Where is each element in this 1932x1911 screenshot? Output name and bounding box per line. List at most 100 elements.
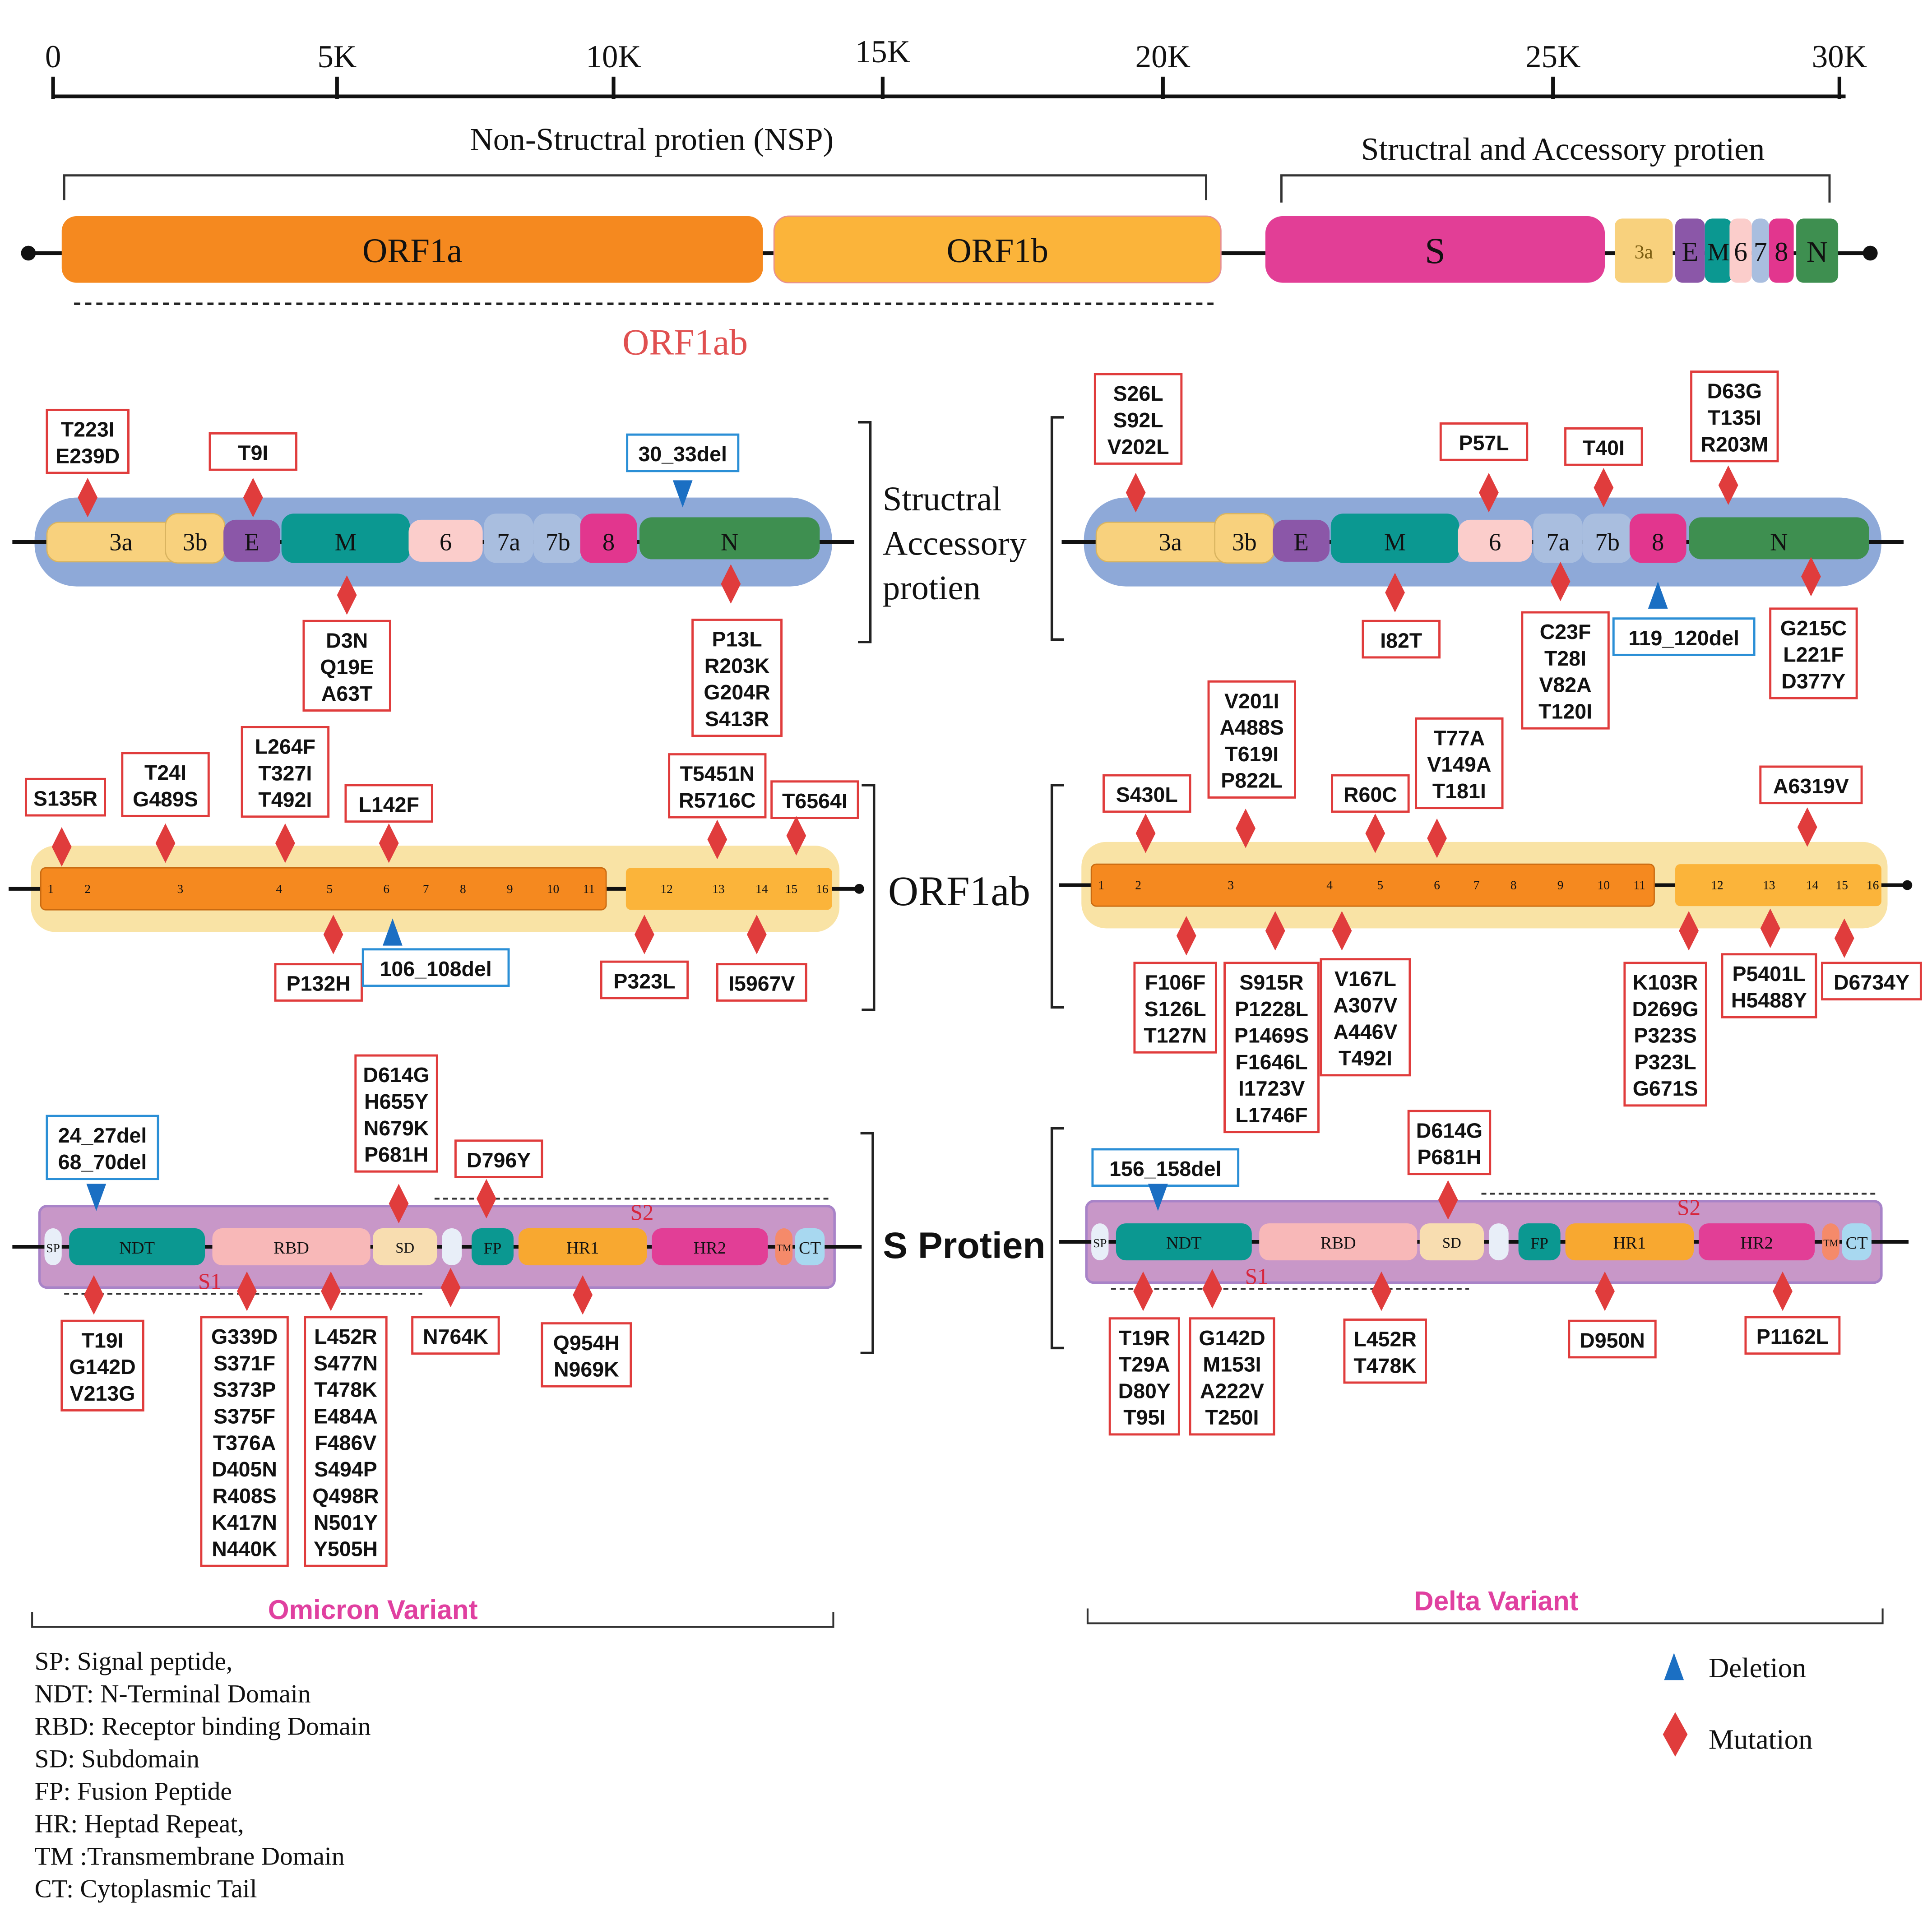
nsp-number: 12 (660, 882, 672, 896)
mutation-name: D269G (1632, 997, 1698, 1021)
mutation-name: G215C (1780, 616, 1847, 640)
mutation-name: L264F (255, 735, 315, 759)
mutation-name: R5716C (679, 789, 756, 812)
mutation-marker (1760, 908, 1780, 949)
nsp-number: 10 (1598, 879, 1610, 892)
mutation-name: H655Y (364, 1090, 428, 1113)
mutation-name: T19R (1119, 1326, 1170, 1350)
spike-row-label: S Protien (883, 1225, 1045, 1266)
accessory-segment-label: 6 (1489, 528, 1501, 556)
spike-domain-label: SP (46, 1241, 60, 1255)
mutation-name: Q954H (553, 1331, 620, 1355)
accessory-segment-label: E (244, 528, 259, 556)
s1-label: S1 (198, 1269, 222, 1294)
mutation-name: D614G (363, 1063, 429, 1087)
spike-domain (1518, 1223, 1561, 1261)
delta-spike-mutation-box: P1162L (1744, 1316, 1841, 1355)
omicron-orf-mutation-box-frame (274, 963, 363, 1002)
nsp-number: 5 (1377, 879, 1383, 892)
mutation-name: N679K (364, 1116, 429, 1140)
delta-spike-mutation-box-frame (1568, 1319, 1657, 1359)
mutation-name: P323L (613, 969, 675, 993)
mutation-name: L452R (314, 1325, 377, 1348)
spike-domain (1842, 1223, 1872, 1261)
omicron-orf-mutation-box: P132H (274, 963, 363, 1002)
mutation-name: T376A (213, 1431, 276, 1454)
mutation-marker (321, 1271, 341, 1311)
delta-orf-mutation-box-frame (1759, 765, 1863, 805)
gene-label: 8 (1774, 237, 1788, 267)
accessory-segment-label: E (1293, 528, 1308, 556)
mutation-marker (379, 823, 399, 863)
abbreviation-legend-item: RBD: Receptor binding Domain (35, 1712, 371, 1741)
mutation-name: T135I (1708, 406, 1761, 430)
spike-domain-label: FP (484, 1239, 502, 1257)
spike-domain-label: TM (777, 1243, 792, 1254)
spike-domain (373, 1228, 437, 1266)
omicron-orf-mutation-box-frame (241, 726, 330, 818)
delta-orf-mutation-box-frame (1623, 962, 1707, 1107)
nsp-number: 1 (1098, 879, 1104, 892)
accessory-segment (580, 514, 637, 563)
axis-tick-label: 15K (855, 34, 910, 69)
orf1ab-end-dot (1902, 880, 1913, 890)
orf1b-bar (625, 868, 832, 910)
delta-variant-label: Delta Variant (1414, 1586, 1579, 1616)
abbreviation-legend-item: SP: Signal peptide, (35, 1647, 233, 1676)
legend-deletion-label: Deletion (1709, 1652, 1807, 1684)
nsp-number: 9 (507, 882, 513, 896)
mutation-name: T223I (61, 418, 115, 441)
accessory-segment-label: 7a (497, 528, 520, 556)
mutation-name: V202L (1107, 435, 1169, 458)
structural-bracket (1280, 174, 1831, 203)
orf1ab-row-label: ORF1ab (888, 868, 1030, 915)
spike-domain-label: SD (395, 1240, 414, 1256)
mutation-name: I1723V (1238, 1077, 1305, 1100)
nsp-number: 3 (177, 882, 184, 896)
gene-segment (1675, 218, 1705, 283)
mutation-name: A6319V (1773, 774, 1849, 798)
nsp-number: 16 (816, 882, 828, 896)
mutation-marker (1679, 911, 1699, 951)
mutation-name: N501Y (314, 1511, 378, 1534)
mutation-marker (1718, 465, 1738, 505)
mutation-name: 30_33del (638, 442, 727, 466)
delta-spike-mutation-box-frame (1407, 1110, 1492, 1175)
nsp-number: 9 (1557, 879, 1564, 892)
spike-domain-label: CT (799, 1239, 821, 1258)
accessory-segment-label: 3a (1158, 528, 1182, 556)
omicron-orf-deletion-box: 106_108del (361, 948, 510, 987)
accessory-segment (484, 514, 533, 563)
mutation-name: D63G (1707, 379, 1762, 403)
delta-orf-mutation-box-frame (1331, 774, 1410, 813)
mutation-name: F486V (315, 1431, 376, 1454)
delta-acc-mutation-box-frame (1521, 611, 1610, 730)
accessory-segment (408, 519, 483, 562)
spike-domain (1488, 1223, 1509, 1261)
mutation-marker (1135, 813, 1156, 853)
nsp-number: 2 (1135, 879, 1141, 892)
s2-label: S2 (630, 1200, 653, 1225)
omicron-acc-mutation-box-frame (208, 432, 297, 471)
nsp-number: 4 (276, 882, 282, 896)
spike-domain (518, 1228, 647, 1266)
mutation-name: T77A (1433, 726, 1485, 750)
mutation-name: C23F (1540, 620, 1591, 643)
accessory-segment-label: 7b (546, 528, 570, 556)
mutation-name: S26L (1113, 382, 1163, 405)
omicron-spike-mutation-box: G339DS371FS373PS375FT376AD405NR408SK417N… (200, 1316, 289, 1567)
mutation-name: S915R (1239, 971, 1303, 994)
omicron-spike-mutation-box-frame (200, 1316, 289, 1567)
mutation-name: P1162L (1756, 1325, 1829, 1348)
omicron-acc-mutation-box-frame (46, 408, 130, 474)
gene-segment (1769, 218, 1794, 283)
delta-orf-mutation-box-frame (1223, 962, 1320, 1134)
mutation-name: G142D (69, 1355, 135, 1379)
delta-orf-mutation-box-frame (1821, 962, 1922, 1001)
spike-domain-label: RBD (1320, 1234, 1356, 1253)
spike-domain-label: CT (1846, 1234, 1868, 1253)
omicron-orf-mutation-box: I5967V (716, 963, 807, 1002)
orf1a-bar (1090, 863, 1655, 907)
